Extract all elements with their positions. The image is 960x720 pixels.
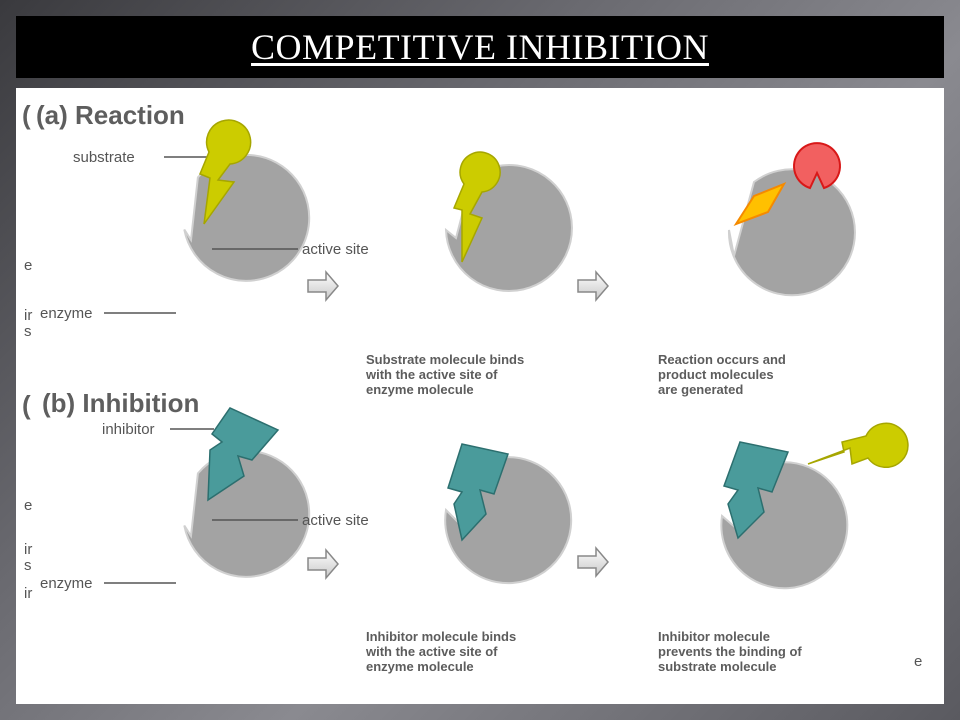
caption-line: Inhibitor molecule binds xyxy=(366,629,516,644)
edge-fragment-right: e xyxy=(914,653,922,670)
edge-fragment: s xyxy=(24,323,32,340)
substrate-blocked xyxy=(807,422,909,468)
inhibitor-molecule xyxy=(207,407,280,502)
arrow-icon xyxy=(307,269,339,303)
caption-line: are generated xyxy=(658,382,743,397)
competitive-inhibition-diagram: e ir s e ir s ir e ( (a) Reaction substr… xyxy=(22,100,922,674)
enzyme-3 xyxy=(727,168,856,297)
label-active-site: active site xyxy=(302,241,369,258)
caption-line: prevents the binding of xyxy=(658,644,802,659)
product-molecule-red xyxy=(793,142,841,190)
edge-fragment: ir xyxy=(24,307,32,324)
inhibition-heading: (b) Inhibition xyxy=(42,388,199,418)
inhibitor-blocking xyxy=(723,441,790,540)
arrow-icon xyxy=(577,545,609,579)
caption-line: substrate molecule xyxy=(658,659,777,674)
title-bar: COMPETITIVE INHIBITION xyxy=(16,16,944,78)
reaction-heading-paren: ( xyxy=(22,100,31,130)
caption-line: enzyme molecule xyxy=(366,659,474,674)
caption-line: enzyme molecule xyxy=(366,382,474,397)
inhibitor-bound xyxy=(447,443,509,542)
caption-line: with the active site of xyxy=(365,644,498,659)
slide-title: COMPETITIVE INHIBITION xyxy=(251,27,709,67)
diagram-panel: e ir s e ir s ir e ( (a) Reaction substr… xyxy=(16,88,944,704)
caption-line: Substrate molecule binds xyxy=(366,352,524,367)
label-active-site: active site xyxy=(302,512,369,529)
caption-line: product molecules xyxy=(658,367,774,382)
substrate-molecule xyxy=(199,119,252,225)
edge-fragment: s xyxy=(24,557,32,574)
edge-fragment: ir xyxy=(24,541,32,558)
enzyme-4 xyxy=(183,449,311,578)
edge-fragment: e xyxy=(24,257,32,274)
arrow-icon xyxy=(577,269,609,303)
edge-fragment: e xyxy=(24,497,32,514)
caption-line: Inhibitor molecule xyxy=(658,629,770,644)
inhibition-heading-paren: ( xyxy=(22,390,31,420)
substrate-bound xyxy=(452,151,501,263)
caption-line: with the active site of xyxy=(365,367,498,382)
product-molecule-orange xyxy=(733,182,787,226)
label-enzyme: enzyme xyxy=(40,305,93,322)
reaction-heading: (a) Reaction xyxy=(36,100,185,130)
label-enzyme: enzyme xyxy=(40,575,93,592)
arrow-icon xyxy=(307,547,339,581)
label-substrate: substrate xyxy=(73,149,135,166)
label-inhibitor: inhibitor xyxy=(102,421,155,438)
caption-line: Reaction occurs and xyxy=(658,352,786,367)
edge-fragment: ir xyxy=(24,585,32,602)
